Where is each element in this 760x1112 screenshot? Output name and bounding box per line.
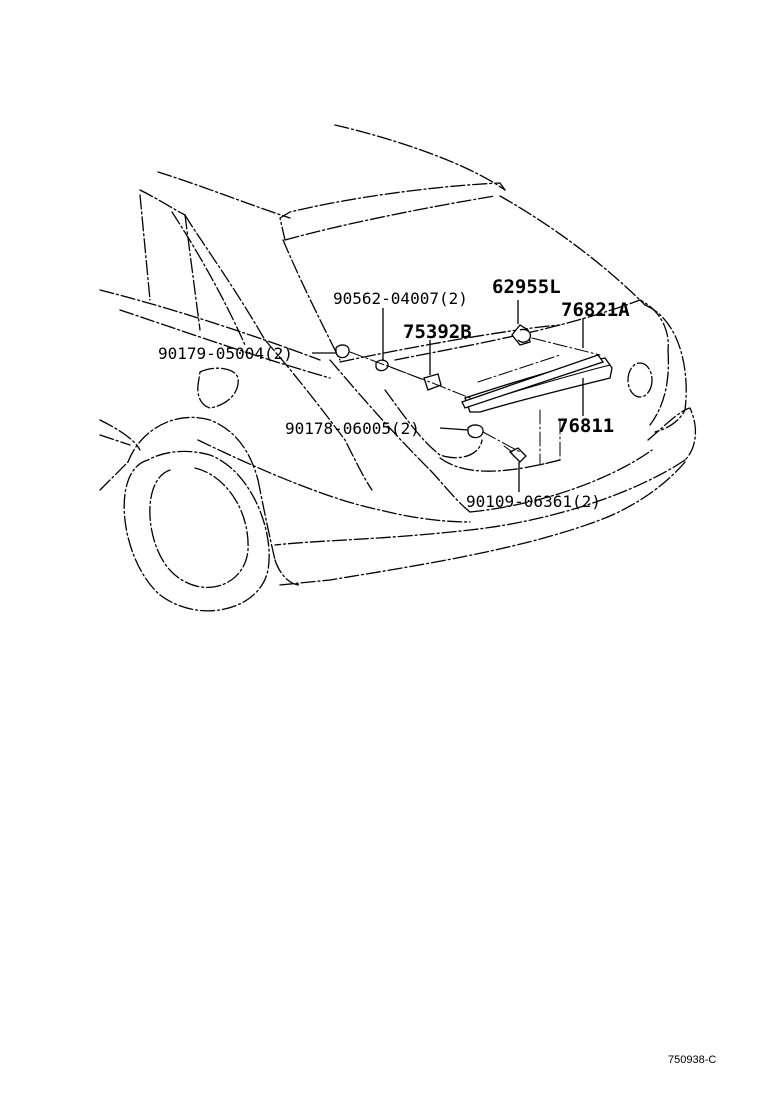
leader-lines [312, 300, 584, 492]
label-76811: 76811 [557, 415, 614, 437]
drawing-code: 750938-C [668, 1054, 716, 1066]
label-76821A: 76821A [561, 299, 630, 321]
car-body-outline [99, 124, 697, 612]
stop-lamp-assembly [335, 324, 613, 466]
label-62955L: 62955L [492, 276, 561, 298]
label-90109-06361: 90109-06361(2) [466, 492, 601, 511]
label-90178-06005: 90178-06005(2) [285, 419, 420, 438]
label-75392B: 75392B [403, 321, 472, 343]
label-90562-04007: 90562-04007(2) [333, 289, 468, 308]
label-90179-05004: 90179-05004(2) [158, 344, 293, 363]
